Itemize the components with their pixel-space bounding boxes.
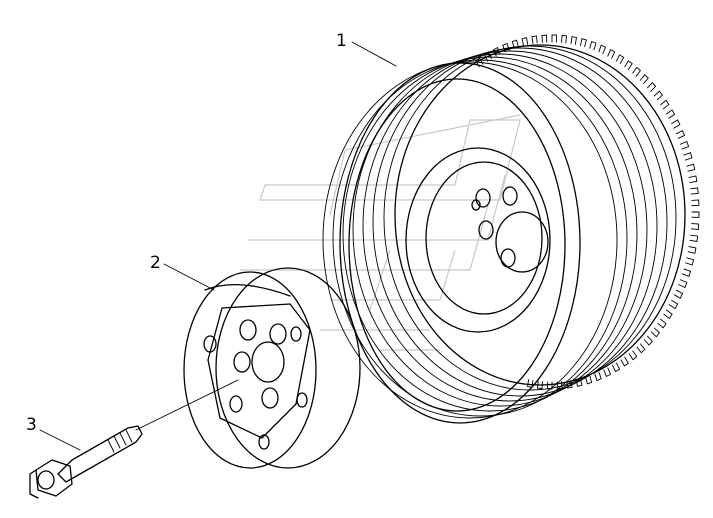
ring-gear-teeth [475, 34, 700, 390]
gear-tooth [643, 335, 653, 346]
gear-tooth [589, 40, 597, 51]
gear-tooth [628, 350, 638, 361]
gear-tooth [511, 39, 519, 49]
gear-tooth [541, 34, 548, 43]
gear-tooth [688, 175, 698, 183]
gear-tooth [687, 246, 697, 254]
leader-line-1 [351, 41, 397, 67]
gear-tooth [521, 37, 529, 47]
gear-tooth [690, 223, 700, 230]
gear-tooth [689, 234, 699, 242]
gear-tooth [665, 109, 676, 119]
gear-tooth [663, 309, 673, 320]
gear-tooth [681, 268, 692, 277]
gear-tooth [653, 90, 664, 101]
callout-3: 3 [26, 415, 37, 435]
gear-tooth [594, 371, 602, 382]
damper-part-2 [183, 267, 361, 469]
watermark-logo [240, 114, 521, 351]
gear-tooth [580, 38, 587, 48]
assembly-axis-line [135, 379, 239, 431]
gear-tooth [650, 327, 661, 338]
gear-tooth [683, 152, 693, 161]
gear-tooth [691, 199, 700, 207]
gear-tooth [647, 81, 657, 92]
gear-tooth [475, 57, 484, 68]
gear-tooth [673, 289, 684, 299]
gear-tooth [679, 140, 690, 150]
leader-line-3 [39, 429, 81, 451]
gear-tooth [551, 34, 557, 43]
gear-tooth [660, 99, 670, 110]
gear-tooth [685, 257, 695, 266]
gear-tooth [556, 381, 563, 390]
gear-tooth [691, 211, 700, 218]
gear-tooth [598, 44, 607, 55]
gear-tooth [612, 362, 621, 373]
gear-tooth [603, 367, 612, 378]
gear-tooth [690, 187, 699, 195]
gear-tooth [607, 49, 616, 59]
gear-tooth [639, 74, 649, 84]
gear-tooth [671, 119, 681, 129]
pulley-part-1 [322, 34, 700, 424]
gear-tooth [668, 299, 679, 310]
gear-tooth [531, 35, 538, 45]
gear-tooth [657, 318, 667, 329]
gear-tooth [527, 379, 534, 388]
gear-tooth [675, 129, 686, 139]
gear-tooth [678, 279, 688, 289]
gear-tooth [624, 60, 633, 70]
leader-line-2 [163, 263, 215, 291]
bolt-part-3 [29, 425, 143, 499]
gear-tooth [561, 34, 568, 44]
callout-2: 2 [150, 253, 161, 273]
gear-tooth [620, 356, 629, 367]
gear-tooth [570, 36, 577, 45]
callout-1: 1 [336, 31, 347, 51]
gear-tooth [615, 54, 625, 64]
gear-tooth [632, 66, 642, 77]
gear-tooth [636, 343, 646, 354]
gear-tooth [585, 375, 593, 385]
gear-tooth [686, 163, 696, 172]
